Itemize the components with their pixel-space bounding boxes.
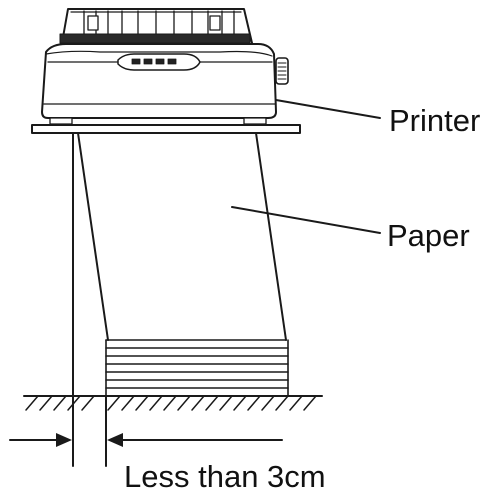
table-top [31,124,301,134]
printer-icon [41,8,289,125]
paper-rack [59,8,253,44]
control-panel [117,53,201,71]
paper-label: Paper [387,218,470,253]
clearance-label: Less than 3cm [124,459,326,494]
paper-leader-line [231,206,381,234]
dimension-arrows-icon [9,132,283,467]
paper-stack-icon [77,132,289,397]
printer-label: Printer [389,103,481,138]
printer-leader-line [275,99,381,119]
floor-hatching-icon [23,395,323,411]
platen-knob [275,57,289,85]
